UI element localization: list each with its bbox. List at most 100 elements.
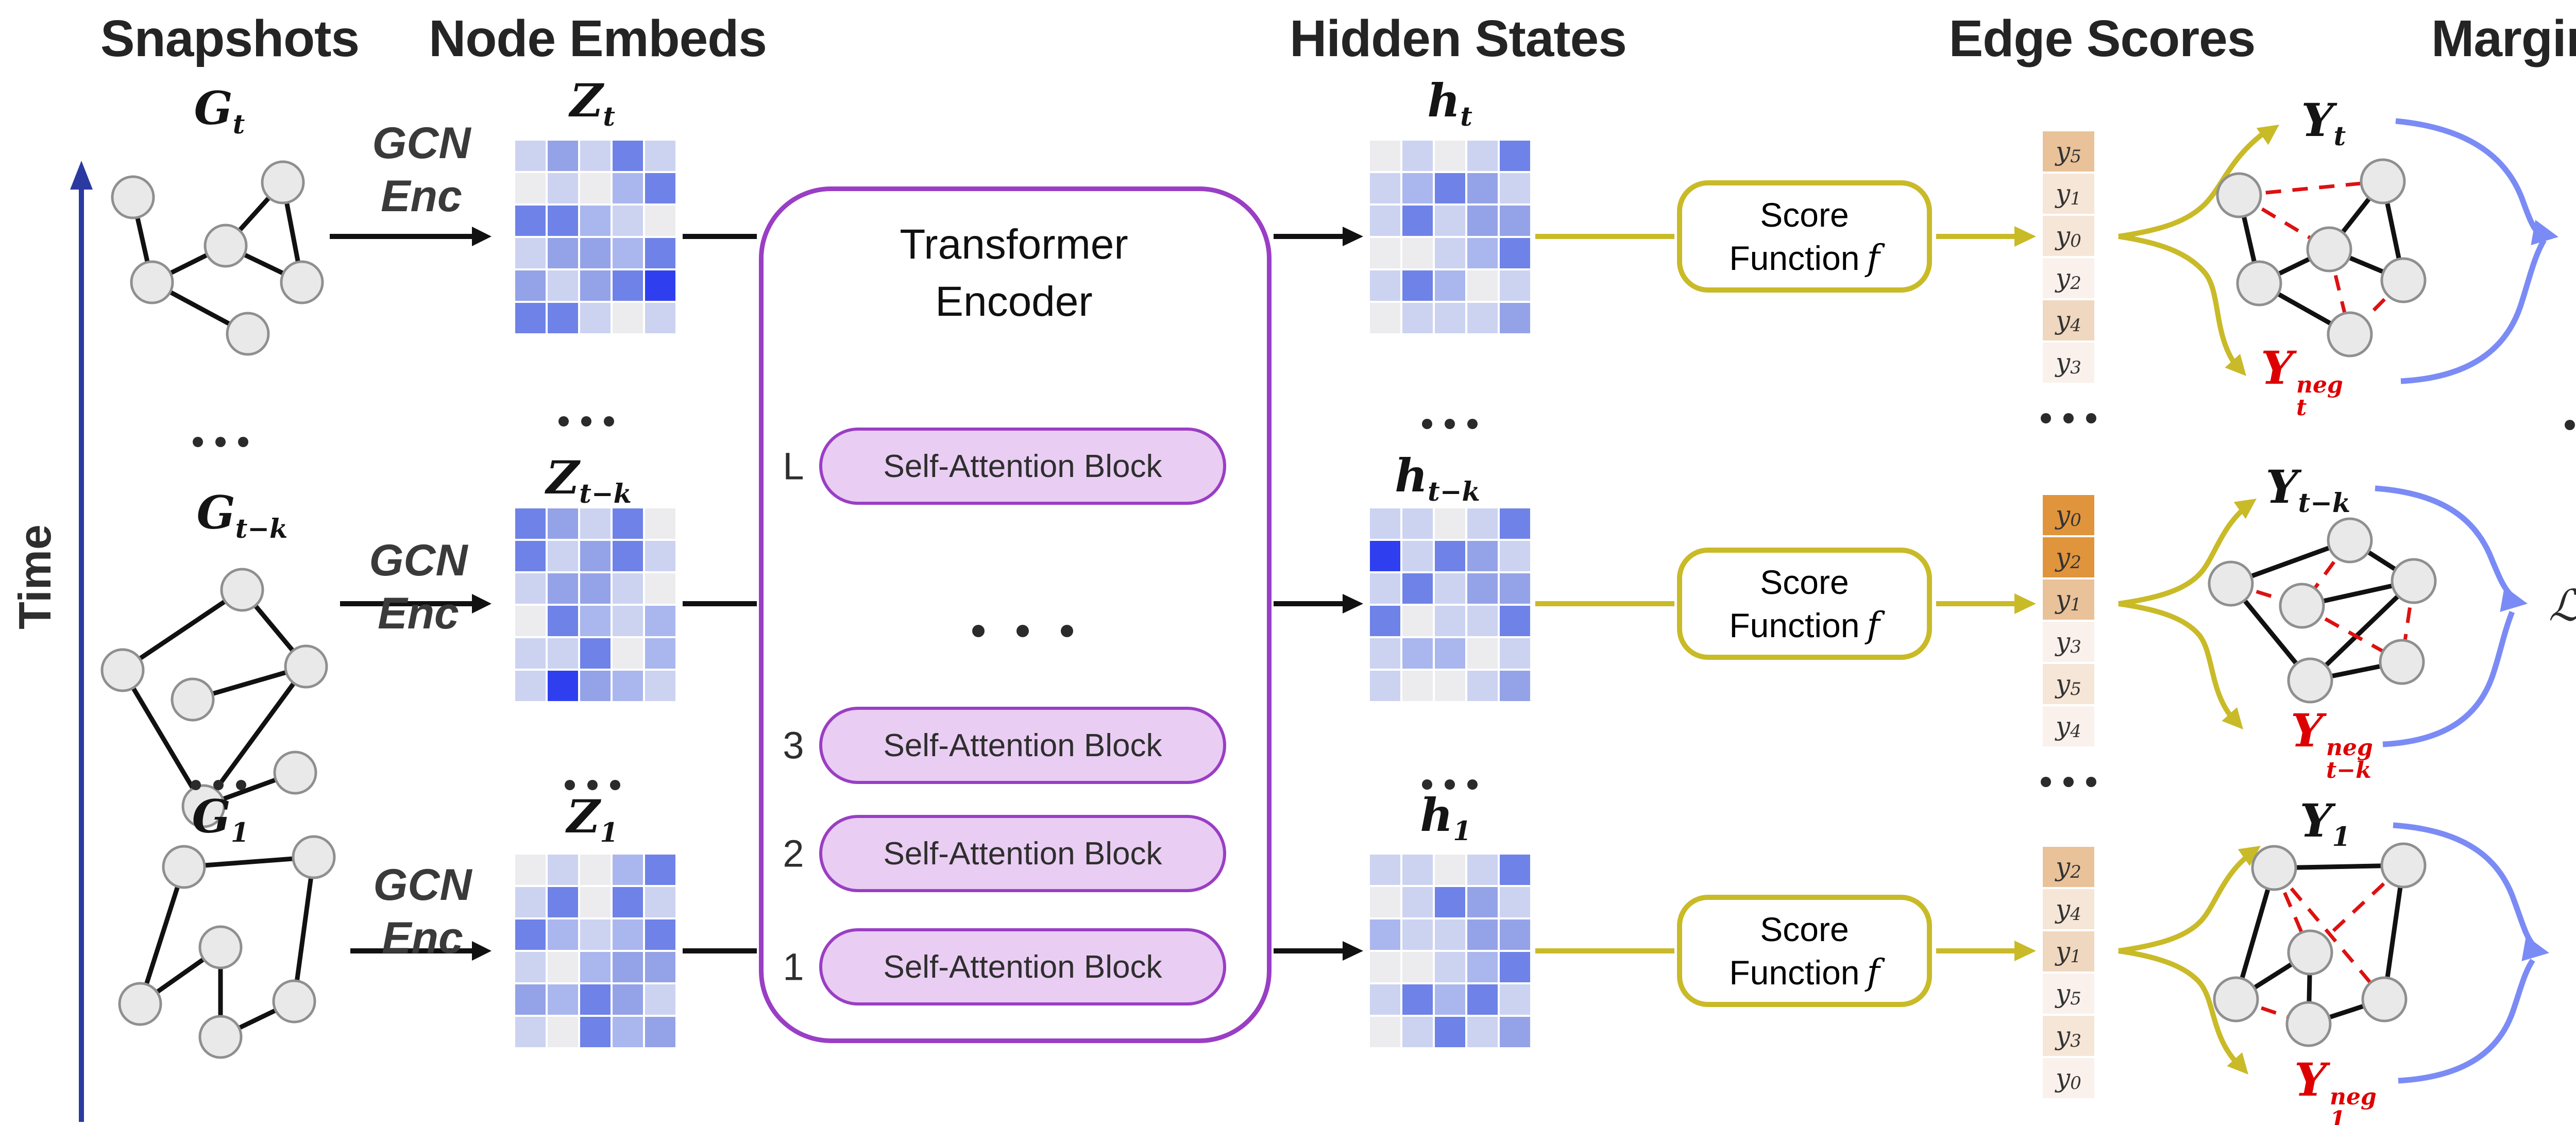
ellipsis-dot [1016, 625, 1029, 637]
matrix-cell [613, 573, 643, 604]
gcn-enc-label-t-k: GCN Enc [369, 534, 467, 640]
matrix-cell [1435, 508, 1465, 539]
score-symbol-f: f [1867, 605, 1880, 646]
matrix-cell [1467, 952, 1498, 982]
ellipsis-dot [558, 416, 569, 427]
matrix-cell [1435, 238, 1465, 268]
matrix-cell [548, 541, 578, 571]
hidden-label-1: h1 [1420, 788, 1471, 847]
matrix-cell [1467, 270, 1498, 301]
matrix-cell [1370, 671, 1400, 701]
matrix-cell [548, 855, 578, 885]
matrix-cell [645, 541, 675, 571]
matrix-cell [1500, 984, 1530, 1015]
matrix-cell [1467, 238, 1498, 268]
ellipsis-dot [2086, 413, 2096, 423]
matrix-cell [515, 141, 546, 171]
matrix-cell [1402, 855, 1433, 885]
matrix-cell [580, 919, 611, 950]
header-snapshots: Snapshots [100, 10, 360, 67]
matrix-cell [1500, 671, 1530, 701]
matrix-cell [1370, 919, 1400, 950]
matrix-cell [1467, 671, 1498, 701]
matrix-cell [580, 606, 611, 636]
matrix-cell [1467, 606, 1498, 636]
matrix-cell [515, 303, 546, 333]
matrix-cell [1467, 573, 1498, 604]
ellipsis-dot [1422, 419, 1432, 429]
matrix-cell [645, 887, 675, 917]
matrix-cell [580, 952, 611, 982]
matrix-cell [613, 1017, 643, 1047]
matrix-cell [1467, 141, 1498, 171]
matrix-cell [515, 919, 546, 950]
matrix-cell [1500, 303, 1530, 333]
transformer-encoder-title: Transformer Encoder [782, 216, 1246, 330]
matrix-cell [1435, 952, 1465, 982]
matrix-cell [580, 141, 611, 171]
embed-label-t: Zt [570, 74, 615, 132]
graph-node [111, 160, 324, 356]
graph-node [100, 568, 328, 828]
matrix-cell [645, 1017, 675, 1047]
graph-node [2216, 158, 2427, 357]
matrix-cell [645, 141, 675, 171]
encoder-title-line1: Transformer [900, 221, 1128, 268]
matrix-cell [1370, 303, 1400, 333]
matrix-cell [613, 508, 643, 539]
matrix-cell [645, 638, 675, 669]
matrix-cell [645, 173, 675, 203]
loss-label-t-k: ℒt−k [2549, 581, 2576, 636]
matrix-cell [1467, 173, 1498, 203]
graph-prediction-t [2216, 158, 2427, 357]
matrix-cell [613, 919, 643, 950]
ellipsis-icon [2041, 413, 2096, 423]
self-attention-block-3: Self-Attention Block [819, 707, 1226, 784]
header-hidden-states: Hidden States [1290, 10, 1627, 67]
ellipsis-dot [1422, 779, 1432, 790]
score-line1: Score [1760, 562, 1849, 601]
matrix-cell [1402, 206, 1433, 236]
ellipsis-dot [2565, 420, 2575, 430]
ellipsis-dot [2063, 413, 2074, 423]
ellipsis-icon [193, 437, 248, 447]
matrix-cell [548, 984, 578, 1015]
matrix-cell [1467, 984, 1498, 1015]
ellipsis-icon [565, 780, 620, 790]
matrix-cell [1370, 573, 1400, 604]
matrix-cell [548, 238, 578, 268]
ellipsis-icon [1422, 779, 1478, 790]
enc-line: Enc [378, 589, 459, 638]
header-margin-loss: Margin Loss [2431, 10, 2576, 67]
graph-snapshot-t-k [100, 568, 328, 828]
matrix-cell [515, 238, 546, 268]
time-axis-arrow [70, 161, 93, 1122]
ellipsis-dot [2041, 777, 2051, 787]
matrix-cell [1402, 887, 1433, 917]
matrix-cell [1467, 541, 1498, 571]
matrix-cell [1370, 541, 1400, 571]
matrix-cell [580, 270, 611, 301]
matrix-cell [1402, 270, 1433, 301]
self-attention-block-2: Self-Attention Block [819, 815, 1226, 892]
matrix-cell [548, 671, 578, 701]
gcn-line: GCN [373, 860, 472, 910]
enc-line: Enc [381, 172, 462, 221]
self-attention-block-L: Self-Attention Block [819, 428, 1226, 505]
self-attention-block-1: Self-Attention Block [819, 928, 1226, 1005]
node-embed-matrix-t [515, 141, 675, 333]
matrix-cell [515, 638, 546, 669]
embed-to-encoder-line [683, 234, 757, 953]
gcn-line: GCN [372, 118, 471, 168]
graph-node [2208, 517, 2437, 704]
matrix-cell [580, 508, 611, 539]
hidden-state-matrix-t-k [1370, 508, 1530, 701]
matrix-cell [1370, 206, 1400, 236]
matrix-cell [1467, 919, 1498, 950]
